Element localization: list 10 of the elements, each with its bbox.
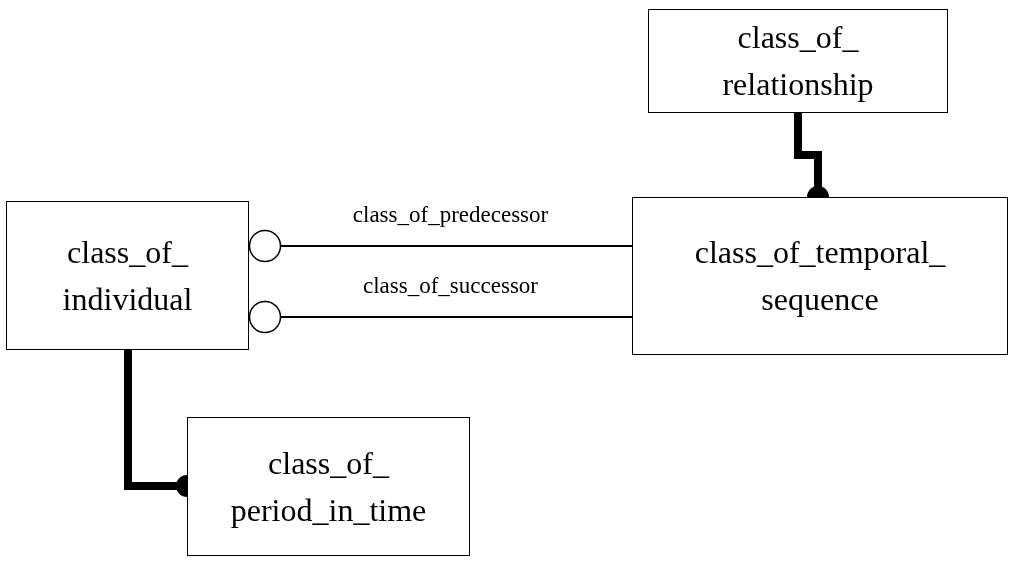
class-name: class_of_ individual <box>61 232 194 319</box>
connector <box>248 300 633 334</box>
class-name: class_of_temporal_ sequence <box>693 233 947 319</box>
class-box <box>187 417 470 556</box>
class-name: class_of_ period_in_time <box>229 443 428 530</box>
class-name: class_of_ relationship <box>721 18 875 104</box>
class-box <box>632 197 1008 355</box>
class-box <box>648 9 948 113</box>
class-box <box>6 201 249 350</box>
connector <box>248 229 633 263</box>
